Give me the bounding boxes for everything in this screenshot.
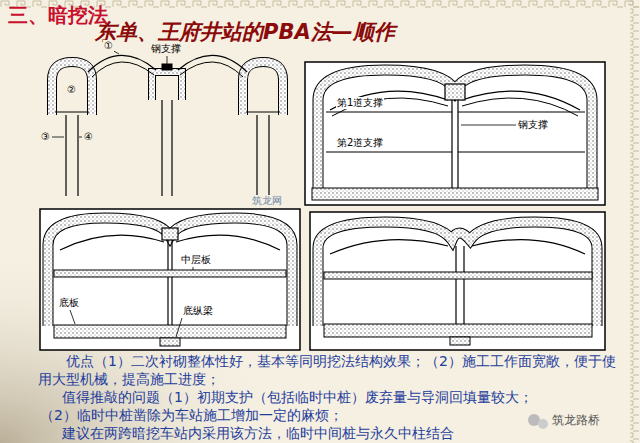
- part-label: 第2道支撑: [336, 137, 384, 149]
- part-label: 中层板: [180, 254, 212, 266]
- watermark: 筑龙路桥: [552, 413, 600, 427]
- callout-number: ④: [83, 131, 94, 143]
- part-label: 第1道支撑: [336, 97, 384, 109]
- watermark: 筑龙网: [250, 195, 284, 207]
- slide-subtitle: 东单、王府井站的PBA法—顺作: [95, 20, 395, 45]
- pilot-tunnel-stage: [52, 50, 283, 196]
- callout-number: ③: [40, 131, 51, 143]
- wechat-icon: [528, 414, 548, 429]
- part-label: 钢支撑: [150, 43, 182, 55]
- fret-border: [630, 0, 640, 443]
- note-text: 优点（1）二次衬砌整体性好，基本等同明挖法结构效果；（2）施工工作面宽敞，便于使…: [38, 352, 616, 388]
- slide-title: 三、暗挖法: [8, 3, 108, 27]
- middle-slab-stage: [40, 209, 300, 350]
- part-label: 钢支撑: [517, 119, 549, 131]
- callout-number: ②: [66, 84, 77, 96]
- part-label: 底纵梁: [182, 305, 214, 317]
- completed-station: [310, 212, 605, 350]
- note-text: 值得推敲的问题（1）初期支护（包括临时中桩）废弃量与导洞回填量较大；: [62, 388, 533, 406]
- callout-number: ①: [103, 40, 114, 52]
- first-excavation-stage: [305, 62, 605, 205]
- part-label: 底板: [58, 297, 80, 309]
- note-text: 建议在两跨暗挖车站内采用该方法，临时中间桩与永久中柱结合: [62, 424, 454, 442]
- note-text: （2）临时中桩凿除为车站施工增加一定的麻烦；: [40, 406, 343, 424]
